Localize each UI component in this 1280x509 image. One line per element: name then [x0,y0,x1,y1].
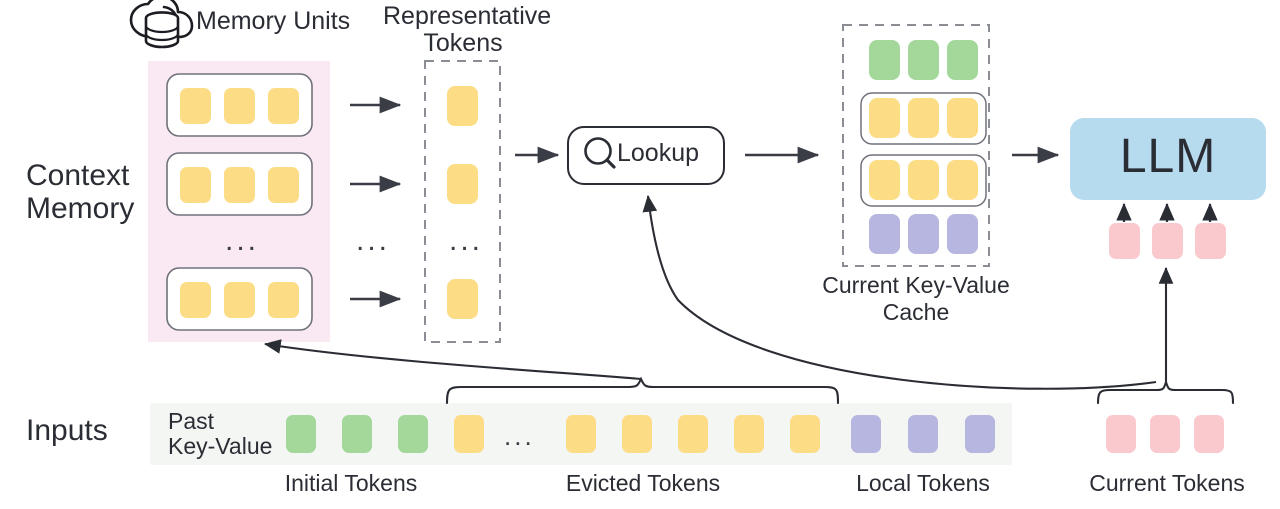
current-token [1194,415,1224,453]
representative-token [447,86,478,126]
input-token-local [908,415,938,453]
context-memory-label-line2: Memory [26,192,135,225]
arrows-ellipsis: ... [356,224,391,257]
cloud-database-icon [129,0,194,49]
input-token-evicted [734,415,764,453]
input-token-initial [342,415,372,453]
inputs-label: Inputs [26,414,108,447]
input-token-evicted [790,415,820,453]
context-memory-label-line1: Context [26,159,130,192]
memory-unit-2[interactable] [166,152,313,216]
input-token-initial [286,415,316,453]
kv-cache-label-line1: Current Key-Value [822,272,1010,298]
memory-token [180,282,211,318]
input-token-local [851,415,881,453]
memory-token [268,282,299,318]
evicted-tokens-brace [445,376,840,405]
memory-token [224,167,255,203]
llm-block[interactable] [1070,118,1266,200]
llm-input-token [1109,223,1140,259]
kv-cache-container [842,24,990,267]
memory-token [180,88,211,124]
representative-tokens-ellipsis: ... [449,224,484,257]
memory-token [268,88,299,124]
memory-unit-n[interactable] [166,267,313,331]
input-token-local [965,415,995,453]
arrow-evicted-to-memory [263,339,642,381]
arrow-local-to-lookup [642,194,1157,390]
evicted-tokens-label: Evicted Tokens [565,470,721,496]
memory-units-ellipsis: ... [225,224,260,257]
input-token-evicted [678,415,708,453]
memory-token [224,88,255,124]
representative-tokens-container [424,60,501,343]
local-tokens-label: Local Tokens [856,470,990,496]
input-token-evicted [454,415,484,453]
representative-tokens-label-line2: Tokens [423,29,503,57]
input-token-evicted [622,415,652,453]
past-key-value-label-line1: Past [168,408,215,434]
current-token [1106,415,1136,453]
inputs-token-row [286,415,995,453]
current-token [1150,415,1180,453]
representative-token [447,164,478,204]
kv-row-retrieved-2 [860,154,987,207]
input-token-evicted [566,415,596,453]
representative-token [447,279,478,319]
inputs-ellipsis: ... [504,421,535,451]
memory-token [224,282,255,318]
representative-tokens-label-line1: Representative [383,2,552,30]
kv-cache-label-line2: Cache [882,299,950,325]
llm-input-token [1152,223,1183,259]
current-token-row [1106,415,1224,453]
lookup-label: Lookup [617,139,700,167]
kv-row-initial [869,40,978,80]
memory-token [180,167,211,203]
memory-units-label: Memory Units [196,7,351,35]
memory-unit-1[interactable] [166,73,313,137]
input-token-initial [398,415,428,453]
current-tokens-label: Current Tokens [1089,470,1245,496]
kv-row-retrieved-1 [860,92,987,145]
llm-input-token [1195,223,1226,259]
kv-row-local [869,214,978,254]
memory-token [268,167,299,203]
past-key-value-label-line2: Key-Value [168,433,273,459]
search-icon [584,137,616,169]
llm-label: LLM [1119,130,1217,183]
initial-tokens-label: Initial Tokens [284,470,418,496]
